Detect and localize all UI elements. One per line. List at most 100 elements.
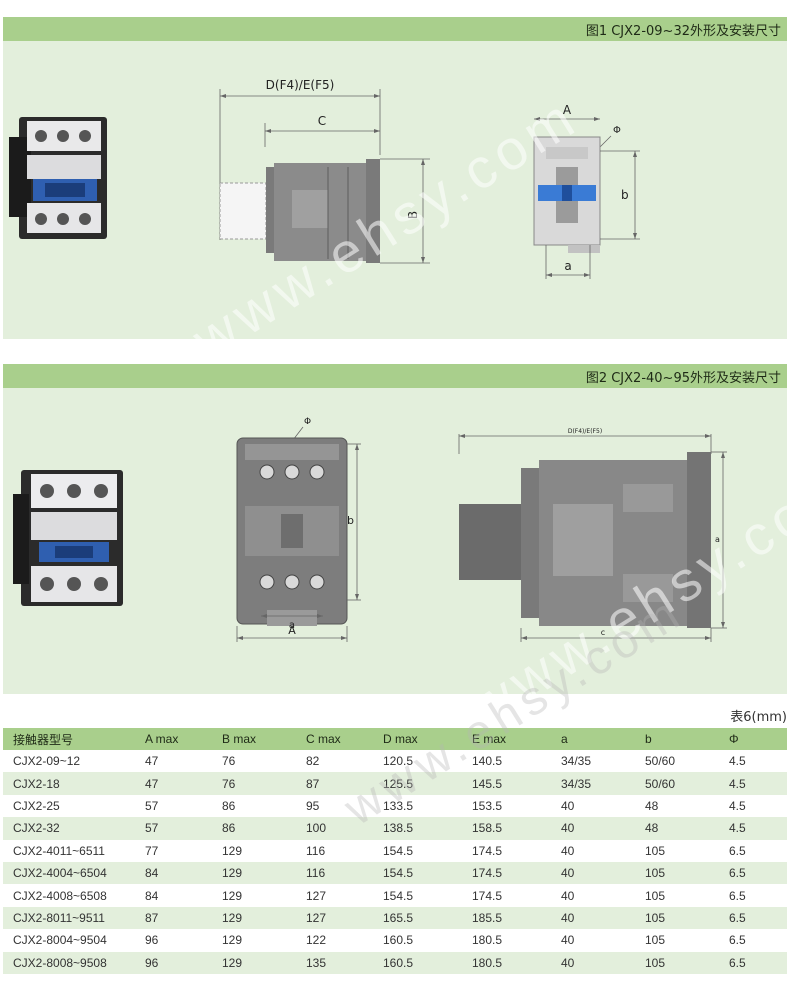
table-cell-model: CJX2-4011~6511: [3, 839, 135, 862]
dim-label-c: C: [318, 114, 326, 128]
dim-label-b-upper: B: [406, 211, 420, 219]
table-cell: 105: [635, 839, 719, 862]
table-cell: 129: [212, 861, 296, 885]
dim-label-phi: Φ: [613, 125, 621, 136]
table-cell: 34/35: [551, 772, 635, 795]
table-cell-model: CJX2-4008~6508: [3, 884, 135, 907]
table-cell-model: CJX2-25: [3, 794, 135, 818]
table-cell: 180.5: [462, 929, 551, 952]
table-cell: 116: [296, 839, 373, 862]
table-cell: 174.5: [462, 861, 551, 885]
table-cell: 84: [135, 884, 212, 907]
table-cell: 57: [135, 794, 212, 818]
table-cell: 6.5: [719, 906, 787, 930]
table-cell: 180.5: [462, 951, 551, 974]
table-cell: 158.5: [462, 817, 551, 840]
table-cell: 76: [212, 772, 296, 795]
dim-label-c-lower: c: [601, 628, 605, 637]
header-b-max: B max: [212, 728, 296, 750]
figure2-product-photo: [13, 470, 123, 606]
table-cell: 57: [135, 817, 212, 840]
table-cell: 76: [212, 750, 296, 773]
table-cell: 4.5: [719, 817, 787, 840]
table-cell: 50/60: [635, 772, 719, 795]
table-cell: 138.5: [373, 817, 462, 840]
table-cell: 129: [212, 951, 296, 974]
dim-label-a-side: a: [715, 535, 720, 544]
table-cell: 133.5: [373, 794, 462, 818]
table-cell-model: CJX2-8008~9508: [3, 951, 135, 974]
dim-label-a-lower: a: [564, 259, 571, 273]
table-cell: 77: [135, 839, 212, 862]
table-cell: 105: [635, 861, 719, 885]
figure1-product-photo: [9, 117, 107, 239]
table-cell: 96: [135, 951, 212, 974]
table-cell: 165.5: [373, 906, 462, 930]
table-cell: 174.5: [462, 839, 551, 862]
table-cell: 86: [212, 794, 296, 818]
table-cell: 6.5: [719, 929, 787, 952]
header-a-max: A max: [135, 728, 212, 750]
table-cell: 96: [135, 929, 212, 952]
table-cell: 129: [212, 839, 296, 862]
table-cell: 6.5: [719, 951, 787, 974]
table-cell: 154.5: [373, 861, 462, 885]
header-e-max: E max: [462, 728, 551, 750]
table-cell: 47: [135, 750, 212, 773]
table-cell: 40: [551, 861, 635, 885]
figure1-header: 图1 CJX2-09~32外形及安装尺寸: [3, 17, 787, 41]
table-cell: 127: [296, 906, 373, 930]
figure2-front-view: Φ b a A: [236, 417, 361, 642]
table-cell: 140.5: [462, 750, 551, 773]
table-cell: 4.5: [719, 794, 787, 818]
table-cell-model: CJX2-4004~6504: [3, 861, 135, 885]
table-cell: 135: [296, 951, 373, 974]
dim-label-a-upper-2: A: [288, 624, 296, 637]
dim-label-a-upper: A: [563, 103, 572, 117]
header-model: 接触器型号: [3, 728, 135, 750]
figure2-side-view: D(F4)/E(F5) a c: [458, 428, 727, 642]
table-cell: 125.5: [373, 772, 462, 795]
table-cell: 47: [135, 772, 212, 795]
table-cell: 86: [212, 817, 296, 840]
dim-label-b-lower: b: [621, 188, 629, 202]
figure1-front-view: A Φ b a: [533, 103, 640, 279]
table-cell: 84: [135, 861, 212, 885]
table-cell: 6.5: [719, 884, 787, 907]
table-cell: 153.5: [462, 794, 551, 818]
header-d-max: D max: [373, 728, 462, 750]
header-c-max: C max: [296, 728, 373, 750]
dim-label-de: D(F4)/E(F5): [266, 78, 335, 92]
figure1-side-view: D(F4)/E(F5) C B: [219, 78, 430, 264]
table-cell: 105: [635, 951, 719, 974]
table-cell: 105: [635, 929, 719, 952]
table-cell: 4.5: [719, 750, 787, 773]
table-cell-model: CJX2-32: [3, 817, 135, 840]
table-cell: 50/60: [635, 750, 719, 773]
table-cell: 145.5: [462, 772, 551, 795]
table-cell: 154.5: [373, 839, 462, 862]
table-cell: 82: [296, 750, 373, 773]
table-cell: 122: [296, 929, 373, 952]
table-cell-model: CJX2-8004~9504: [3, 929, 135, 952]
table-cell: 174.5: [462, 884, 551, 907]
table-cell: 160.5: [373, 929, 462, 952]
spec-table: 接触器型号 A max B max C max D max E max a b …: [3, 728, 787, 974]
table-cell: 40: [551, 884, 635, 907]
header-b: b: [635, 728, 719, 750]
table-cell: 100: [296, 817, 373, 840]
table-cell: 48: [635, 817, 719, 840]
table-cell: 40: [551, 951, 635, 974]
table-cell: 120.5: [373, 750, 462, 773]
figure1-panel: 图1 CJX2-09~32外形及安装尺寸 D(F4)/E(F5) C: [3, 17, 787, 371]
table-cell: 40: [551, 929, 635, 952]
dim-label-de-2: D(F4)/E(F5): [568, 428, 602, 435]
